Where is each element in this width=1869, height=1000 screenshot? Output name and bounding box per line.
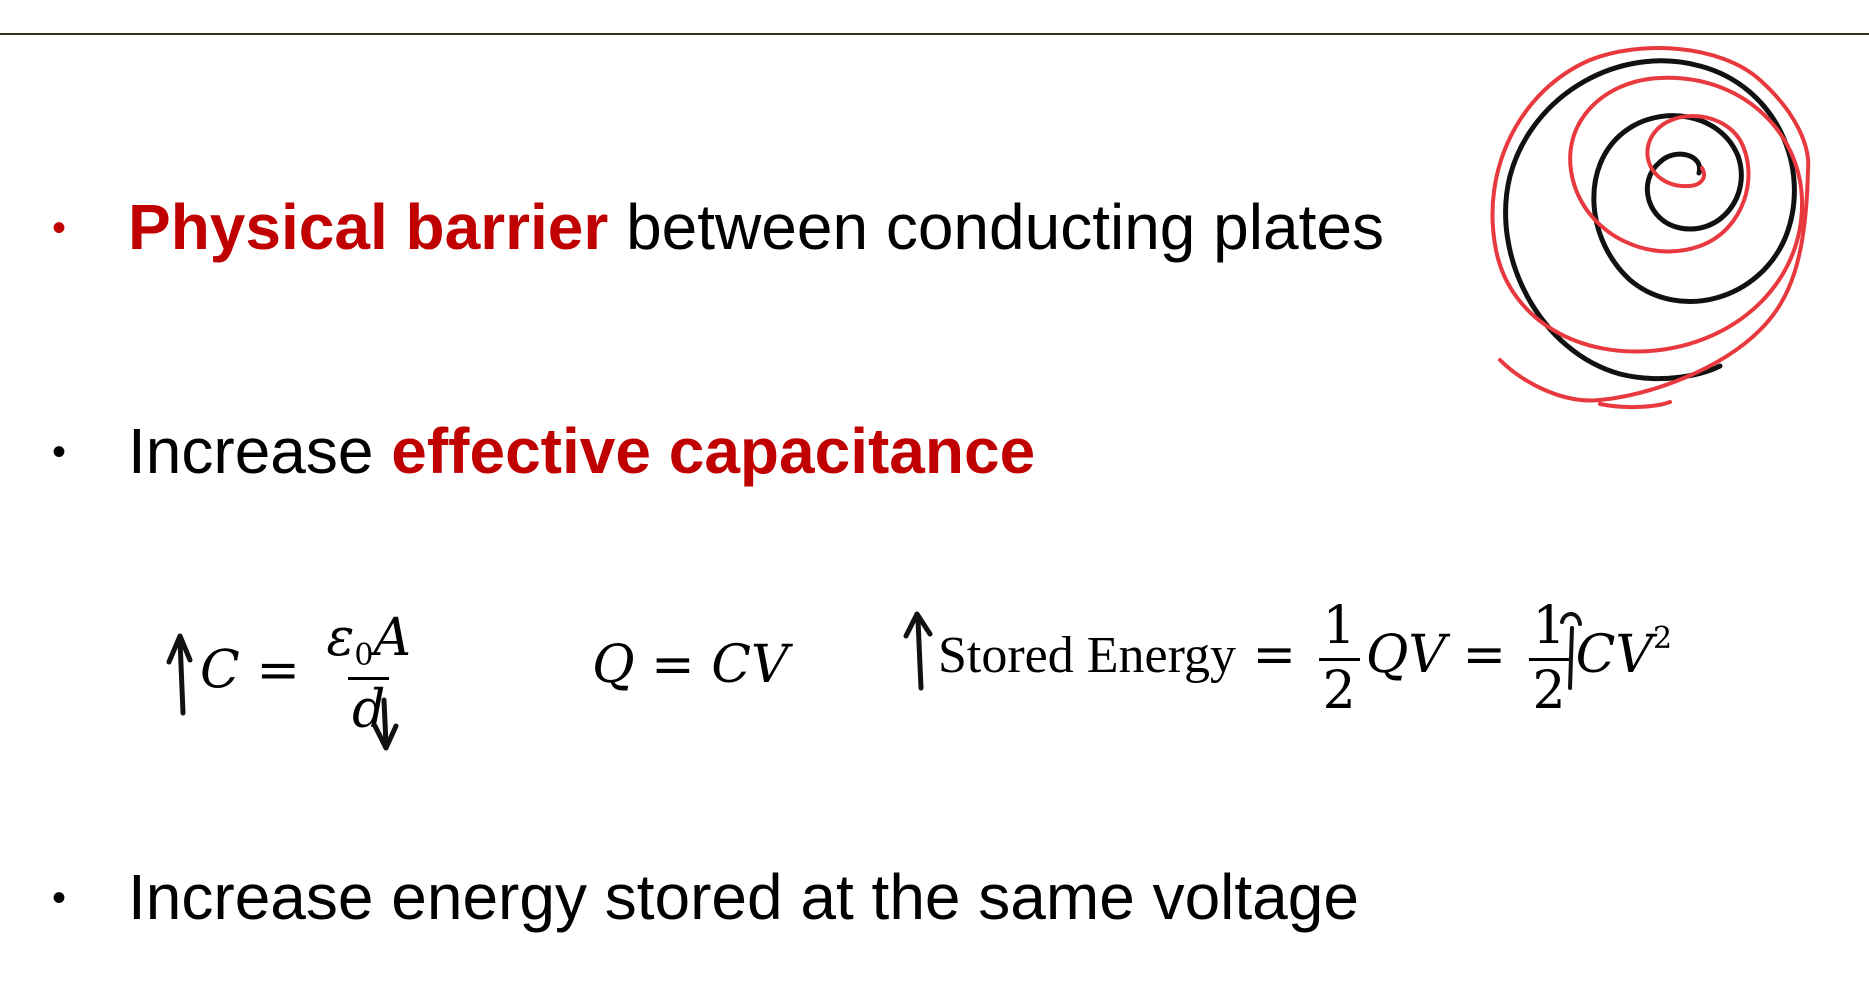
bullet-text: Increase — [128, 415, 392, 487]
bullet-marker: • — [52, 430, 67, 474]
bullet-marker: • — [52, 206, 67, 250]
area-symbol: A — [373, 608, 411, 668]
ink-up-arrow-icon — [903, 611, 933, 691]
bullet-emphasis: effective capacitance — [391, 415, 1036, 487]
term-exponent: 2 — [1652, 621, 1673, 656]
bullet-physical-barrier: • Physical barrier between conducting pl… — [52, 190, 1384, 264]
bullet-marker: • — [52, 876, 67, 920]
equation-symbol-c: C — [200, 640, 240, 701]
equation-equals: = — [1462, 625, 1507, 685]
bullet-text: between conducting plates — [608, 191, 1384, 263]
ink-spiral-icon — [1490, 46, 1811, 410]
epsilon-symbol: ε — [326, 608, 355, 668]
bullet-text: Increase energy stored at the same volta… — [128, 861, 1359, 933]
header-rule — [0, 33, 1869, 35]
fraction-numerator: 1 — [1322, 596, 1356, 656]
equation-stored-energy: Stored Energy = 1 2 QV = 1 2 CV2 — [938, 600, 1672, 717]
fraction-denominator: 2 — [1528, 658, 1570, 717]
fraction-one-half: 1 2 — [1318, 596, 1360, 717]
term-cv: CV — [1575, 625, 1653, 685]
fraction-numerator: 1 — [1532, 596, 1566, 656]
equation-capacitance: C = ε0A d — [200, 612, 421, 736]
term-qv: QV — [1365, 625, 1446, 685]
equation-equals: = — [1252, 625, 1297, 685]
equation-charge: Q = CV — [592, 635, 789, 695]
bullet-increase-energy: • Increase energy stored at the same vol… — [52, 860, 1359, 934]
bullet-emphasis: Physical barrier — [128, 191, 609, 263]
epsilon-subscript: 0 — [354, 638, 374, 673]
fraction-denominator: 2 — [1318, 658, 1360, 717]
equation-fraction: ε0A d — [322, 612, 415, 736]
stored-energy-label: Stored Energy — [938, 627, 1236, 684]
fraction-one-half: 1 2 — [1528, 596, 1570, 717]
distance-symbol: d — [348, 677, 390, 736]
equation-equals: = — [256, 640, 300, 701]
bullet-effective-capacitance: • Increase effective capacitance — [52, 414, 1035, 488]
ink-up-arrow-icon — [166, 633, 193, 716]
